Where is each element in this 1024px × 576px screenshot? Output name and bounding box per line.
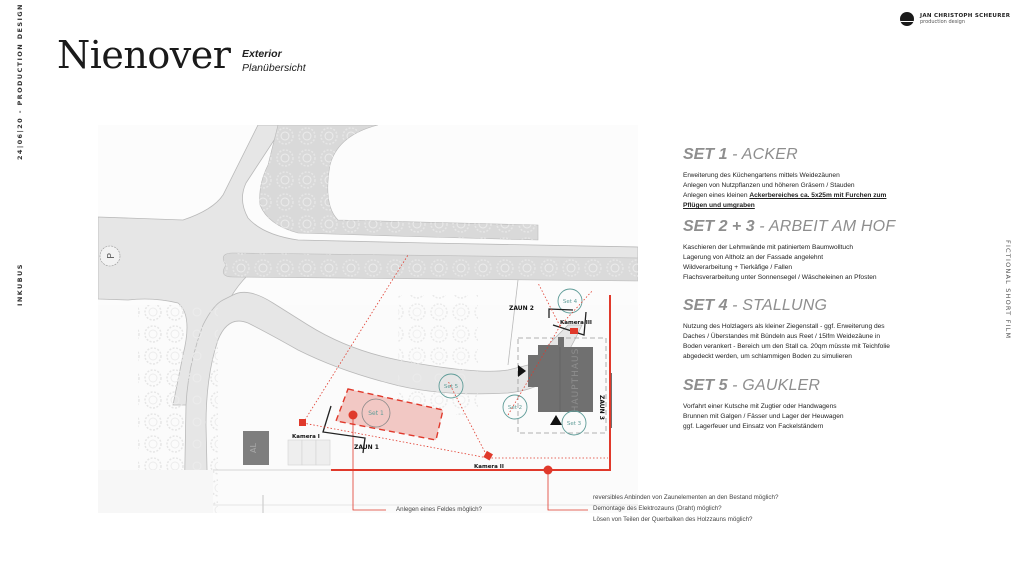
property-boundary (331, 295, 611, 511)
svg-text:Set 1: Set 1 (368, 410, 384, 417)
brand: JAN CHRISTOPH SCHEURER production design (900, 12, 1010, 26)
site-plan: P AL Set 1 HAUPTHAUS (98, 125, 638, 513)
set-4-heading: SET 4 - STALLUNG (683, 297, 828, 314)
set-5-heading: SET 5 - GAUKLER (683, 377, 821, 394)
camera-sightlines (302, 254, 608, 459)
svg-text:Set 5: Set 5 (444, 384, 459, 390)
left-sidebar: 24|06|20 - PRODUCTION DESIGN INKUBUS (4, 0, 24, 576)
svg-text:P: P (106, 253, 117, 259)
note-field: Anlegen eines Feldes möglich? (396, 506, 482, 513)
project-label: INKUBUS (16, 263, 24, 306)
camera-1-icon (299, 419, 306, 426)
set-4-description: Nutzung des Holzlagers als kleiner Ziege… (683, 323, 890, 360)
svg-text:ZAUN 1: ZAUN 1 (354, 444, 379, 451)
svg-text:ZAUN 3: ZAUN 3 (598, 395, 605, 420)
svg-text:Set 4: Set 4 (563, 299, 578, 305)
note-fence-2: Demontage des Elektrozauns (Draht) mögli… (593, 505, 722, 512)
set-markers: Set 5 Set 2 Set 3 Set 4 (438, 288, 587, 436)
brand-name: JAN CHRISTOPH SCHEURER (920, 12, 1011, 19)
svg-text:Kamera I: Kamera I (292, 434, 320, 440)
film-type-label: FICTIONAL SHORT FILM (1004, 240, 1012, 340)
camera-3-icon (570, 328, 578, 334)
note-fence-1: reversibles Anbinden von Zaunelementen a… (593, 494, 779, 501)
svg-text:AL: AL (249, 442, 258, 452)
svg-text:Set 3: Set 3 (567, 421, 582, 427)
set-5-section: SET 5 - GAUKLER Vorfahrt einer Kutsche m… (683, 378, 923, 432)
subtitle-exterior: Exterior (242, 48, 282, 60)
svg-text:HAUPTHAUS: HAUPTHAUS (571, 348, 581, 413)
set-5-description: Vorfahrt einer Kutsche mit Zugtier oder … (683, 403, 844, 430)
brand-tagline: production design (920, 19, 966, 26)
set-1-section: SET 1 - ACKER Erweiterung des Küchengart… (683, 147, 923, 211)
page-subtitle: Exterior Planübersicht (242, 48, 306, 75)
brand-logo-icon (900, 12, 914, 26)
page-title: Nienover (57, 33, 231, 77)
svg-text:ZAUN 2: ZAUN 2 (509, 305, 534, 312)
set-2-3-section: SET 2 + 3 - ARBEIT AM HOF Kaschieren der… (683, 219, 923, 283)
outbuilding-al: AL (243, 431, 269, 465)
building-haupthaus: HAUPTHAUS (517, 337, 607, 434)
garages (287, 439, 331, 466)
set-4-section: SET 4 - STALLUNG Nutzung des Holzlagers … (683, 298, 923, 362)
subtitle-plan: Planübersicht (242, 61, 306, 74)
note-fence-3: Lösen von Teilen der Querbalken des Holz… (593, 516, 753, 523)
svg-text:Set 2: Set 2 (508, 405, 522, 411)
cameras: Kamera I Kamera II Kamera III (292, 320, 592, 470)
camera-2-icon (483, 450, 493, 461)
set-2-3-heading: SET 2 + 3 - ARBEIT AM HOF (683, 218, 896, 235)
set-1-description: Erweiterung des Küchengartens mittels We… (683, 172, 887, 209)
svg-text:Kamera III: Kamera III (560, 320, 592, 326)
date-label: 24|06|20 - PRODUCTION DESIGN (16, 3, 24, 160)
set-2-3-description: Kaschieren der Lehmwände mit patiniertem… (683, 244, 877, 281)
set-1-area: Set 1 (335, 388, 444, 511)
parking-sign: P (99, 245, 121, 267)
set-1-heading: SET 1 - ACKER (683, 146, 798, 163)
svg-text:Kamera II: Kamera II (474, 464, 504, 470)
